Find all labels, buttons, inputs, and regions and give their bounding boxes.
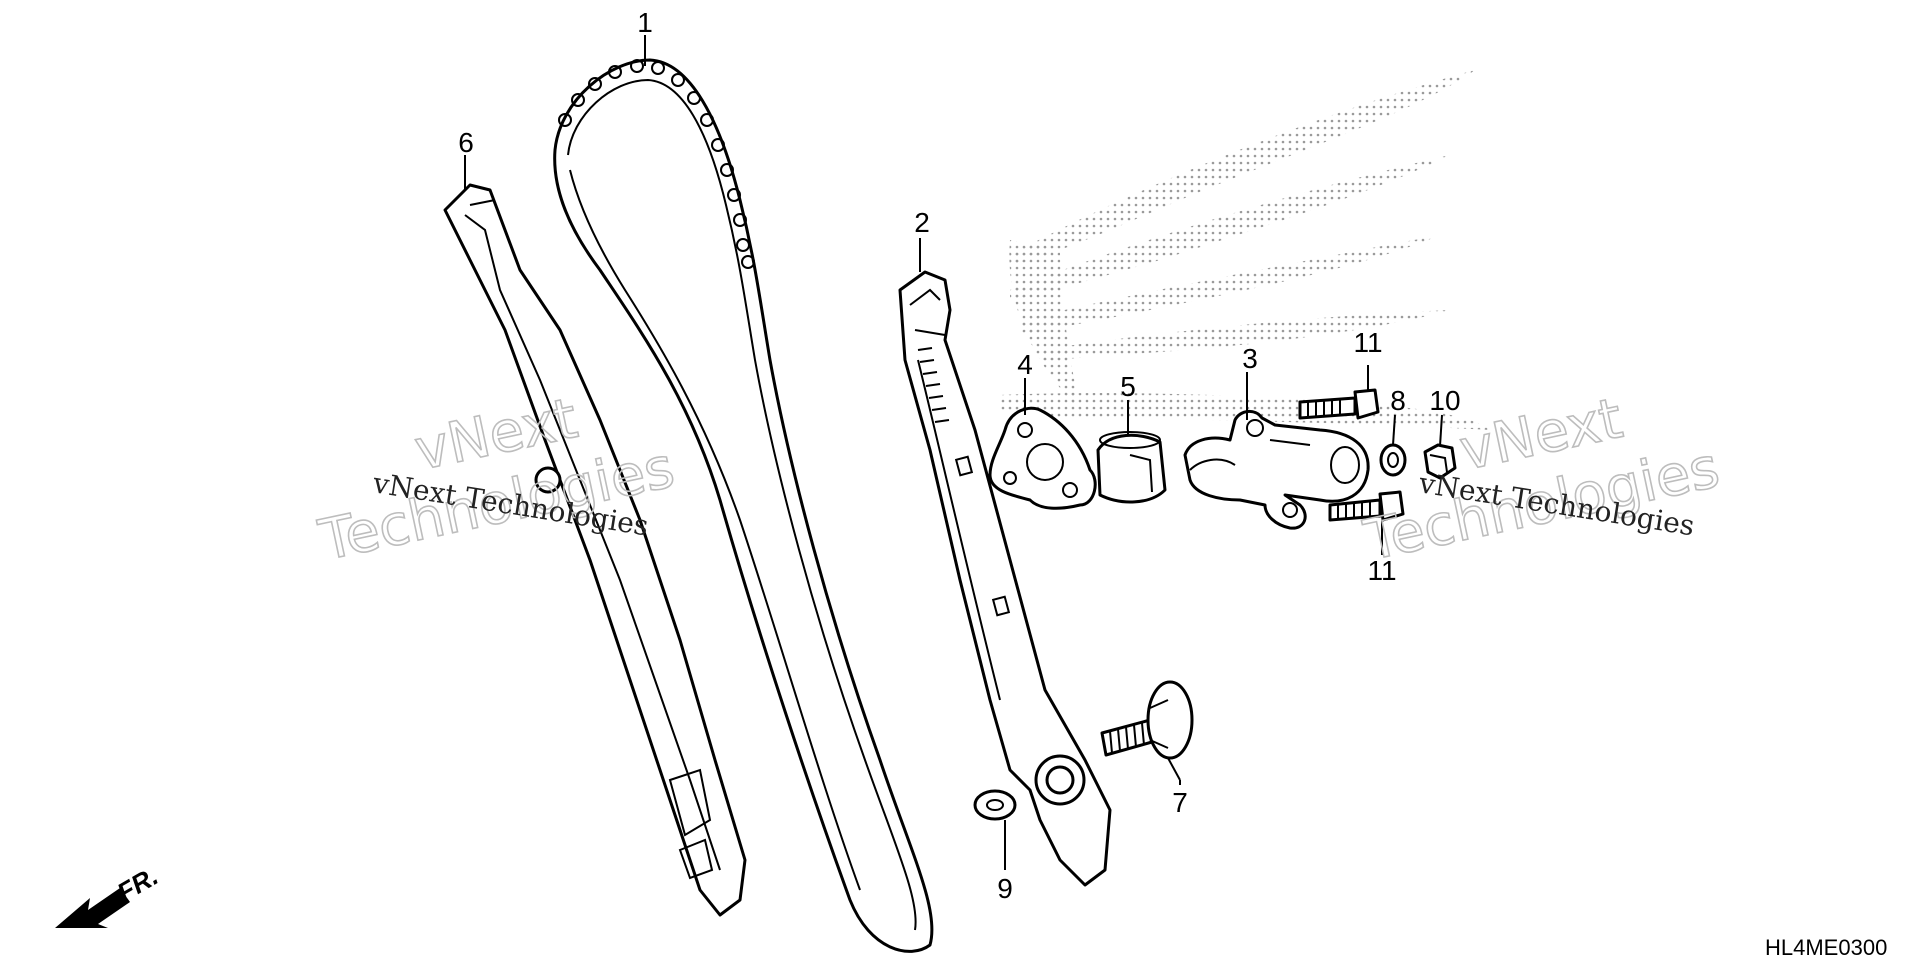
cam-chain-tensioner-slipper-part [898,270,1112,887]
callout-4: 4 [1017,349,1033,380]
cam-chain-guide-part [443,183,747,917]
callout-11-lower: 11 [1367,555,1396,586]
front-arrow-icon [55,888,130,928]
tensioner-gasket-part [988,406,1097,510]
slipper-teeth [917,347,950,423]
washer-part-8 [1379,443,1407,477]
callout-6: 6 [458,127,474,158]
callout-3: 3 [1242,343,1258,374]
callout-10: 10 [1429,385,1460,416]
pivot-bolt-part-7 [1100,680,1194,760]
tensioner-sleeve-part [1096,431,1167,504]
callout-5: 5 [1120,371,1136,402]
washer-part-9 [973,789,1017,821]
sealing-bolt-part-10 [1423,443,1457,480]
callout-1: 1 [637,7,653,38]
wing-logo [1000,70,1490,430]
callout-11-upper: 11 [1353,327,1382,358]
cam-chain-part [553,58,934,953]
cam-chain-tensioner-part [1183,410,1370,530]
callout-9: 9 [997,873,1013,904]
tensioner-bolt-lower-part [1328,490,1405,522]
callout-labels: 1 2 3 4 5 6 7 8 9 10 11 11 [458,7,1460,904]
callout-7: 7 [1172,787,1188,818]
leader-lines [464,35,1443,870]
front-direction-indicator: FR. [55,861,163,928]
tensioner-bolt-upper-part [1298,388,1380,420]
chain-links [558,59,755,269]
diagram-code: HL4ME0300 [1765,935,1887,960]
callout-2: 2 [914,207,930,238]
callout-8: 8 [1390,385,1406,416]
